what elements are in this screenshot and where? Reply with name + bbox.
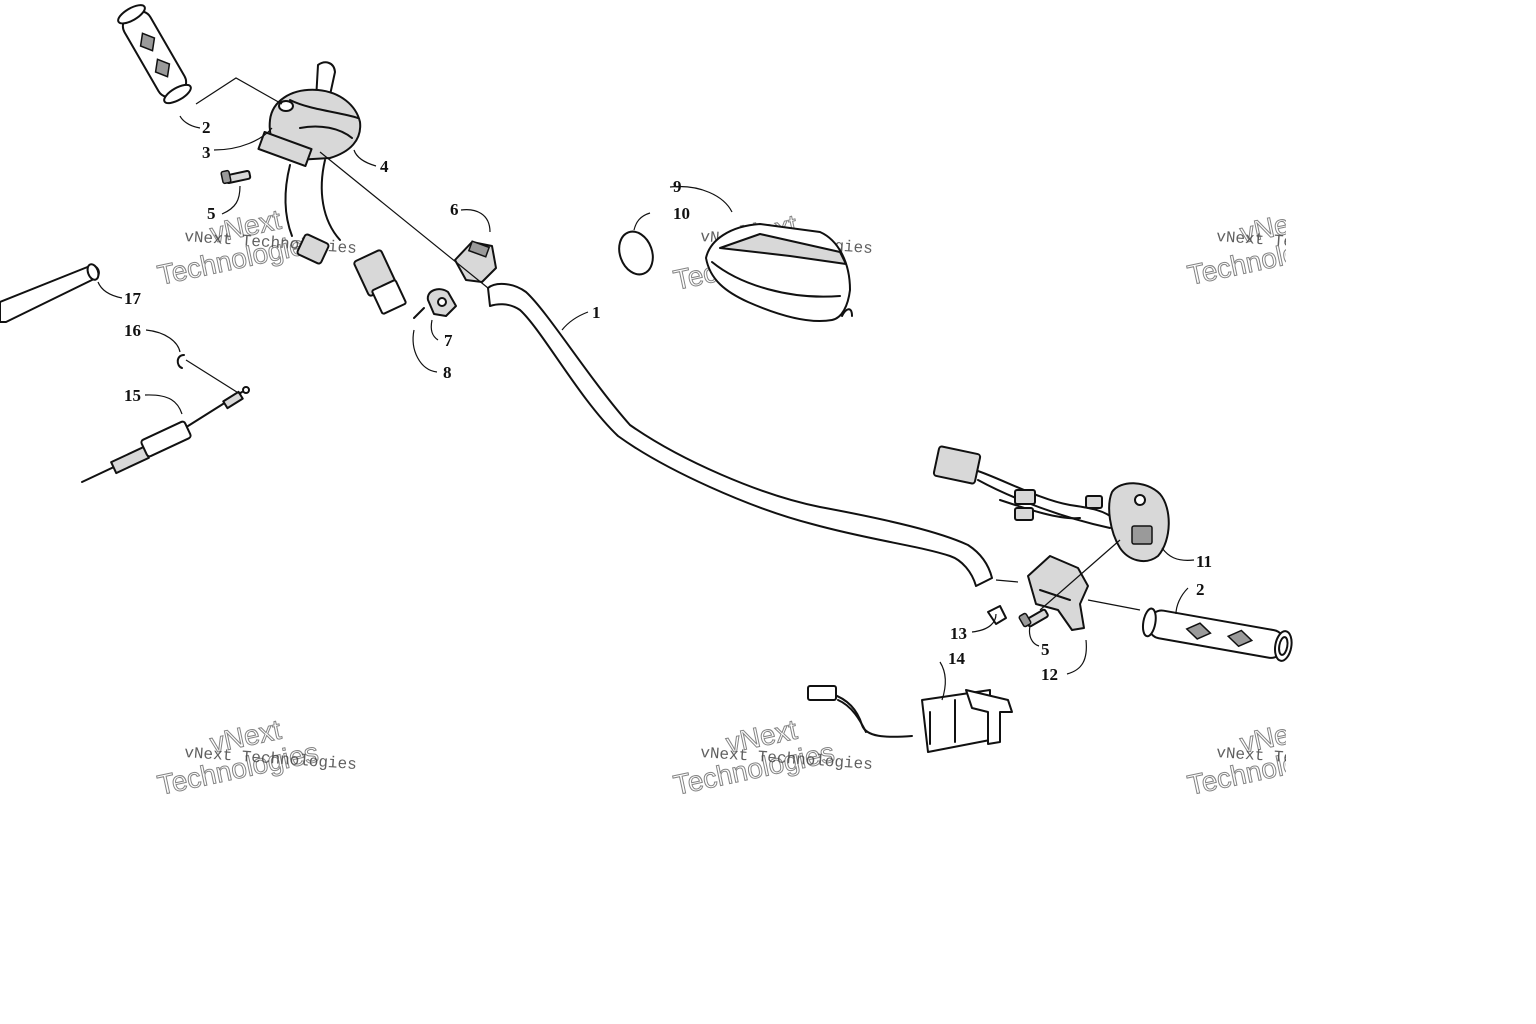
callout-2-right: 2 <box>1196 580 1205 599</box>
clip-part-16 <box>176 354 185 369</box>
callout-8: 8 <box>443 363 452 382</box>
callout-15: 15 <box>124 386 141 405</box>
callout-1: 1 <box>592 303 601 322</box>
left-grip-part <box>117 4 192 105</box>
tube-part-17 <box>0 263 100 323</box>
callout-7: 7 <box>444 331 453 350</box>
right-throttle-housing <box>932 445 1170 563</box>
bar-plug-part-13 <box>987 605 1007 625</box>
callout-3: 3 <box>202 143 211 162</box>
callout-9: 9 <box>673 177 682 196</box>
callout-13: 13 <box>950 624 967 643</box>
right-grip-part <box>1141 607 1293 662</box>
callout-11: 11 <box>1196 552 1212 571</box>
heater-element-part-14 <box>807 685 1013 753</box>
left-switch-connectors <box>296 233 407 315</box>
callout-16: 16 <box>124 321 141 340</box>
callout-5-right: 5 <box>1041 640 1050 659</box>
ring-part-10 <box>618 230 654 276</box>
bracket-part-7 <box>426 288 457 317</box>
watermark-top-right-clip: vNext Technologies vNext Technologies <box>1184 203 1286 291</box>
throttle-lever-part-12 <box>1027 555 1089 631</box>
pin-part-8 <box>413 307 425 319</box>
handlebar-part <box>487 282 993 587</box>
callout-4: 4 <box>380 157 389 176</box>
leader-lines <box>97 77 1195 701</box>
clip-part-6 <box>454 240 497 283</box>
callouts: 1 2 2 3 4 5 5 6 7 8 9 10 11 12 13 14 15 … <box>124 118 1212 684</box>
left-screw-part <box>220 169 252 185</box>
callout-14: 14 <box>948 649 966 668</box>
watermark-bottom-right-clip: vNext Technologies vNext Technologies <box>1184 713 1286 801</box>
callout-6: 6 <box>450 200 459 219</box>
callout-2-left: 2 <box>202 118 211 137</box>
callout-10: 10 <box>673 204 690 223</box>
hood-part-9 <box>705 223 853 323</box>
callout-5-left: 5 <box>207 204 216 223</box>
callout-12: 12 <box>1041 665 1058 684</box>
left-control-housing <box>257 61 362 241</box>
cable-part-15 <box>81 386 250 483</box>
callout-17: 17 <box>124 289 142 308</box>
right-screw-part <box>1018 608 1049 628</box>
